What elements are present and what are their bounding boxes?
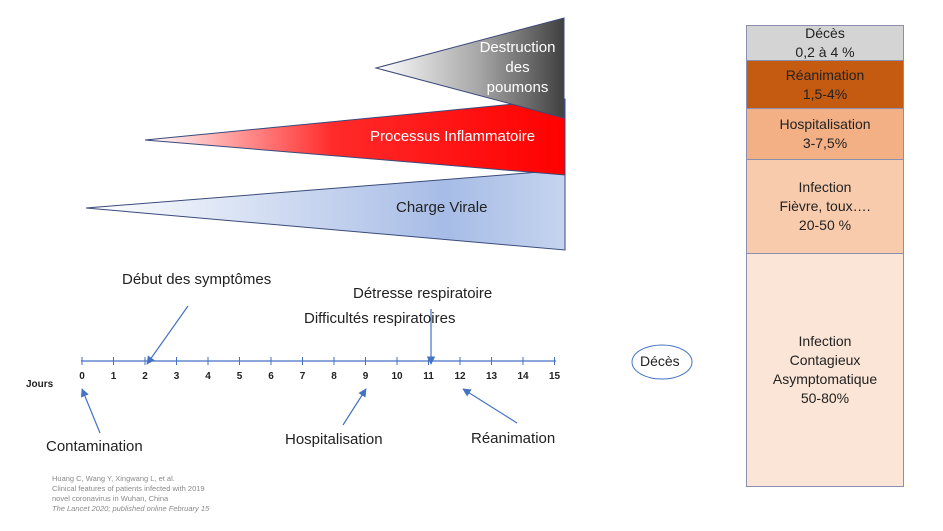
box-line: Décès	[805, 25, 845, 41]
box-line: Réanimation	[785, 66, 865, 83]
deces-bubble	[631, 344, 693, 380]
tick-label: 13	[485, 371, 498, 382]
tick-label: 12	[454, 371, 466, 382]
jours-axis-label: Jours	[26, 379, 54, 390]
citation-line: novel coronavirus in Wuhan, China	[52, 494, 169, 503]
box-deces: Décès 0,2 à 4 %	[746, 25, 904, 61]
tick-label: 11	[423, 371, 434, 382]
citation: Huang C, Wang Y, Xingwang L, et al. Clin…	[52, 474, 209, 514]
tick-label: 5	[236, 371, 243, 382]
box-line: 3-7,5%	[802, 135, 848, 151]
box-line: 20-50 %	[798, 217, 852, 233]
box-line: 50-80%	[800, 390, 850, 406]
destruction-label: Destruction des poumons	[470, 38, 565, 98]
inflammation-label: Processus Inflammatoire	[370, 128, 536, 145]
tick-label: 1	[110, 371, 117, 382]
destruction-label-line1: Destruction	[479, 39, 556, 56]
box-line: Contagieux	[789, 352, 861, 368]
arrow-hospitalisation	[342, 388, 367, 426]
citation-line: Clinical features of patients infected w…	[52, 484, 205, 493]
box-line: 0,2 à 4 %	[795, 44, 855, 60]
hospitalisation-label: Hospitalisation	[285, 431, 383, 448]
tick-label: 3	[173, 371, 180, 382]
arrow-debut-symptomes	[146, 305, 189, 365]
box-line: Fièvre, toux….	[779, 198, 871, 214]
viral-load-triangle	[85, 169, 566, 251]
box-line: Infection	[798, 179, 852, 195]
box-line: Asymptomatique	[772, 371, 878, 387]
timeline-tickmarks	[81, 357, 555, 365]
tick-label: 9	[362, 371, 369, 382]
viral-load-label: Charge Virale	[396, 199, 488, 216]
contamination-label: Contamination	[46, 438, 143, 455]
tick-label: 4	[205, 371, 211, 382]
tick-label: 10	[391, 371, 403, 382]
tick-label: 2	[142, 371, 148, 382]
box-hospitalisation: Hospitalisation 3-7,5%	[746, 109, 904, 160]
box-line: Hospitalisation	[779, 116, 871, 132]
inflammation-triangle	[144, 98, 566, 176]
box-infection-asymptomatique: Infection Contagieux Asymptomatique 50-8…	[746, 254, 904, 487]
destruction-label-line3: poumons	[486, 79, 549, 96]
difficultes-label: Difficultés respiratoires	[304, 310, 456, 327]
citation-line: Huang C, Wang Y, Xingwang L, et al.	[52, 474, 175, 483]
destruction-triangle	[374, 17, 565, 119]
debut-symptomes-label: Début des symptômes	[122, 271, 272, 288]
tick-label: 7	[299, 371, 306, 382]
arrow-contamination	[80, 388, 101, 434]
tick-label: 6	[268, 371, 274, 382]
destruction-label-line2: des	[505, 59, 530, 76]
tick-label: 8	[331, 371, 337, 382]
reanimation-label: Réanimation	[471, 430, 556, 447]
box-infection-symptomatique: Infection Fièvre, toux…. 20-50 %	[746, 160, 904, 254]
detresse-label: Détresse respiratoire	[353, 285, 493, 302]
tick-label: 14	[517, 371, 529, 382]
tick-label: 0	[79, 371, 85, 382]
box-line: 1,5-4%	[802, 85, 848, 102]
tick-label: 15	[548, 371, 561, 382]
arrow-reanimation	[462, 388, 518, 424]
box-reanimation: Réanimation 1,5-4%	[746, 61, 904, 109]
citation-line: The Lancet 2020; published online Februa…	[52, 504, 210, 513]
box-line: Infection	[798, 333, 852, 349]
severity-stack: Décès 0,2 à 4 % Réanimation 1,5-4% Hospi…	[746, 25, 904, 487]
deces-bubble-label: Décès	[640, 353, 680, 369]
